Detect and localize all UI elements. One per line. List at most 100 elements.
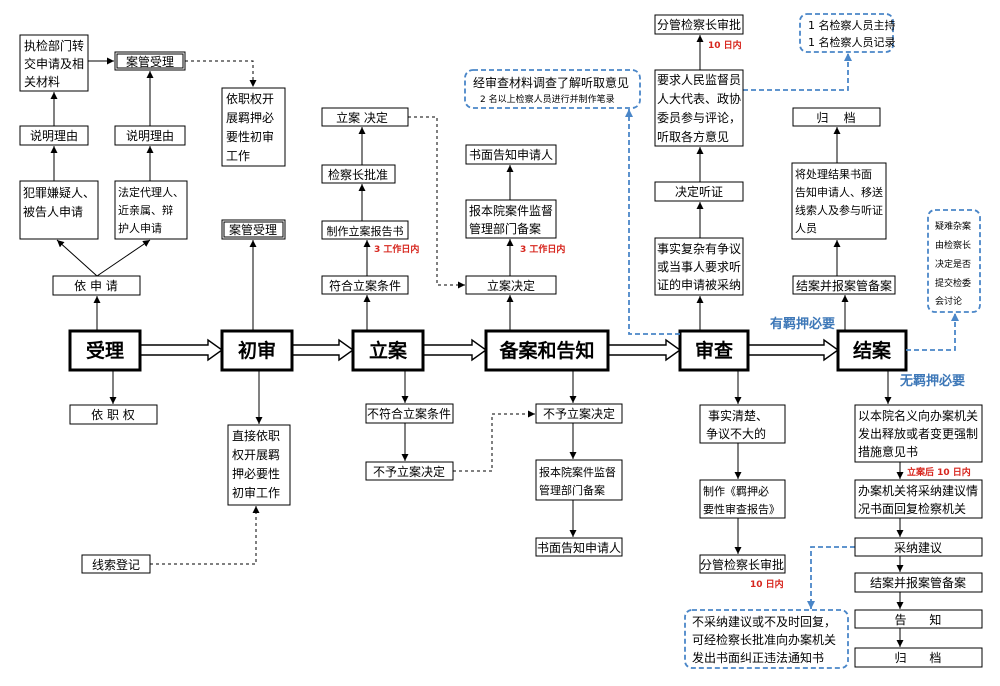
stage-double-arrow [291,338,355,362]
box-text-line: 听取各方意见 [657,129,729,144]
box-frame [221,87,286,167]
notify-result-box: 将处理结果书面 告知申请人、移送 线索人及参与听证 人员 [791,162,887,240]
box-frame [81,554,151,574]
box-text: 不符合立案条件 [367,406,451,421]
close-record-box-top: 结案并报案管备案 [792,275,896,295]
difficult-case-note: 疑难杂案 由检察长 决定是否 提交检委 会讨论 [927,209,981,313]
box-frame [854,537,983,557]
deadline-label: 3 工作日内 [374,243,419,255]
box-text-line: 关材料 [24,75,60,89]
archive-box-bottom: 归 档 [854,647,983,668]
box-text: 线索登记 [92,557,140,572]
note-text-line: 发出书面纠正违法通知书 [692,650,824,665]
box-frame [465,144,557,165]
blue-dashed-arrow-connector [906,313,959,351]
notify-applicant-box-bottom: 书面告知申请人 [535,537,623,557]
blue-dashed-arrow-connector [807,546,855,609]
box-frame [654,237,744,296]
box-text: 案管受理 [126,54,174,69]
filing-report-box: 制作立案报告书 [321,220,409,240]
filing-decision-box: 立案 决定 [321,107,409,127]
box-inner-frame [116,53,184,69]
stage-label: 初审 [238,339,276,362]
box-text: 符合立案条件 [329,278,401,293]
dashed-arrow-connector [185,60,257,87]
main-stage-row: 受理 初审 立案 备案和告知 审查 结案 [68,329,908,372]
box-frame [699,479,786,519]
by-application-box: 依 申 请 [52,275,141,296]
box-text-line: 事实复杂有争议 [657,241,741,256]
stage-filing: 立案 [351,329,425,372]
box-frame [854,647,983,668]
box-frame [535,537,623,557]
box-frame [465,199,557,239]
box-text-line: 发出释放或者变更强制 [858,426,978,441]
inform-box: 告 知 [854,609,983,629]
clear-facts-box: 事实清楚、 争议不大的 [699,404,786,444]
stage-accept: 受理 [68,329,142,372]
box-text-line: 制作《羁押必 [703,484,769,498]
hearing-staff-note: 1 名检察人员主持 1 名检察人员记录 [799,13,896,53]
box-frame [654,69,744,147]
box-text: 结案并报案管备案 [796,278,892,293]
stage-preliminary: 初审 [220,329,294,372]
dashed-note-frame [464,69,641,109]
box-frame [654,14,744,35]
box-frame [221,219,286,240]
box-frame [854,609,983,629]
by-authority-box: 依 职 权 [69,404,158,425]
box-text: 分管检察长审批 [657,17,741,32]
box-frame [792,107,881,127]
box-frame [699,404,786,444]
dashed-arrow-connector [150,506,260,565]
stage-label: 结案 [853,339,892,362]
stage-frame [68,329,142,372]
deputy-approval-box-top: 分管检察长审批 [654,14,744,35]
stage-frame [678,329,750,372]
not-meet-conditions-box: 不符合立案条件 [365,403,454,424]
arrow-connector [56,239,98,277]
box-text: 立案 决定 [336,110,388,125]
clue-register-box: 线索登记 [81,554,151,574]
dashed-note-frame [799,13,894,53]
box-text-line: 人大代表、政协 [657,91,741,106]
note-text-line: 2 名以上检察人员进行并制作笔录 [480,93,615,105]
note-text-line: 会讨论 [935,295,962,307]
box-text: 分管检察长审批 [700,557,784,572]
deputy-approval-box-bottom: 分管检察长审批 [699,554,786,574]
report-record-box-bottom: 报本院案件监督 管理部门备案 [535,459,623,501]
box-text: 不予立案决定 [543,406,615,421]
box-frame [465,275,557,295]
box-text-line: 管理部门备案 [469,221,541,236]
stage-record-notify: 备案和告知 [484,329,610,372]
box-text: 书面告知申请人 [469,148,553,162]
box-frame [792,275,896,295]
box-frame [19,180,99,240]
box-frame [854,404,983,463]
suspect-apply-box: 犯罪嫌疑人、 被告人申请 [19,180,99,240]
complex-case-box: 事实复杂有争议 或当事人要求听 证的申请被采纳 [654,237,744,296]
box-text-line: 事实清楚、 [708,408,768,423]
box-frame [365,461,454,481]
meets-conditions-box: 符合立案条件 [321,275,409,295]
case-mgmt-accept-box-2: 案管受理 [221,219,286,240]
box-text-line: 要求人民监督员 [657,72,741,87]
box-frame [52,275,141,296]
box-text-line: 或当事人要求听 [657,260,741,274]
relatives-apply-box: 法定代理人、 近亲属、辩 护人申请 [114,180,188,240]
note-text-line: 由检察长 [935,239,971,251]
stage-frame [220,329,294,372]
box-frame [365,403,454,424]
report-record-box-top: 报本院案件监督 管理部门备案 [465,199,557,239]
box-frame [114,51,186,71]
box-text: 依 职 权 [91,407,135,422]
box-text: 结案并报案管备案 [870,575,966,590]
stage-double-arrow [422,338,488,362]
box-text-line: 被告人申请 [23,205,83,219]
note-text-line: 决定是否 [935,258,971,270]
box-text-line: 告知申请人、移送 [795,185,883,199]
box-frame [19,34,89,92]
box-text-line: 初审工作 [232,485,280,500]
no-detention-needed-label: 无羁押必要 [899,373,965,389]
box-text-line: 证的申请被采纳 [657,277,741,292]
